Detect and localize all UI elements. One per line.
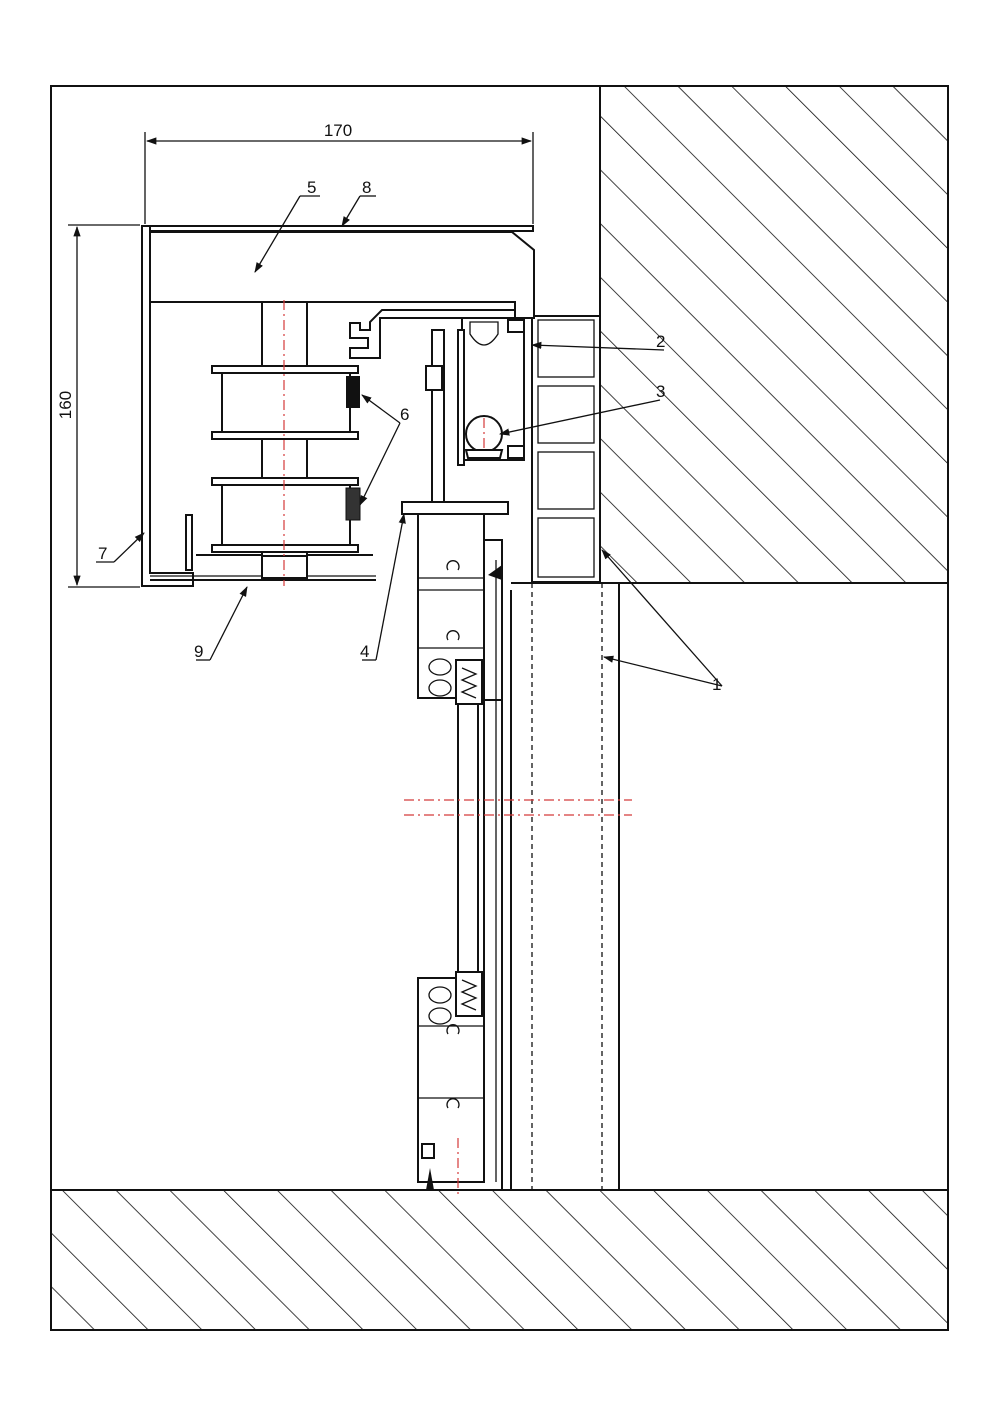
motor-shaft-assembly <box>211 301 361 579</box>
mounting-tube-stack <box>531 315 601 583</box>
sliding-sash-glass <box>457 560 497 1182</box>
callout-5: 5 <box>307 178 316 197</box>
track-carriage <box>401 317 525 515</box>
callout-4: 4 <box>360 642 369 661</box>
callout-8: 8 <box>362 178 371 197</box>
callout-3: 3 <box>656 382 665 401</box>
top-hook-profile <box>349 309 516 359</box>
callout-2: 2 <box>656 332 665 351</box>
wall-section <box>599 85 949 584</box>
height-dimension-label: 160 <box>56 391 75 419</box>
width-dimension: 170 <box>144 121 534 224</box>
floor-section <box>50 1189 949 1331</box>
width-dimension-label: 170 <box>324 121 352 140</box>
callout-6: 6 <box>400 405 409 424</box>
centerlines <box>283 300 632 1195</box>
fixed-glass-panel <box>501 582 620 1190</box>
sliding-sash-lower <box>417 971 485 1190</box>
callout-1: 1 <box>712 675 721 694</box>
height-dimension: 160 <box>56 224 140 588</box>
callout-labels: 1 2 3 4 5 6 7 8 9 <box>98 178 721 694</box>
cover-housing <box>141 225 535 587</box>
sliding-sash-upper <box>417 513 503 705</box>
callout-7: 7 <box>98 544 107 563</box>
callout-9: 9 <box>194 642 203 661</box>
leader-lines <box>96 195 723 687</box>
